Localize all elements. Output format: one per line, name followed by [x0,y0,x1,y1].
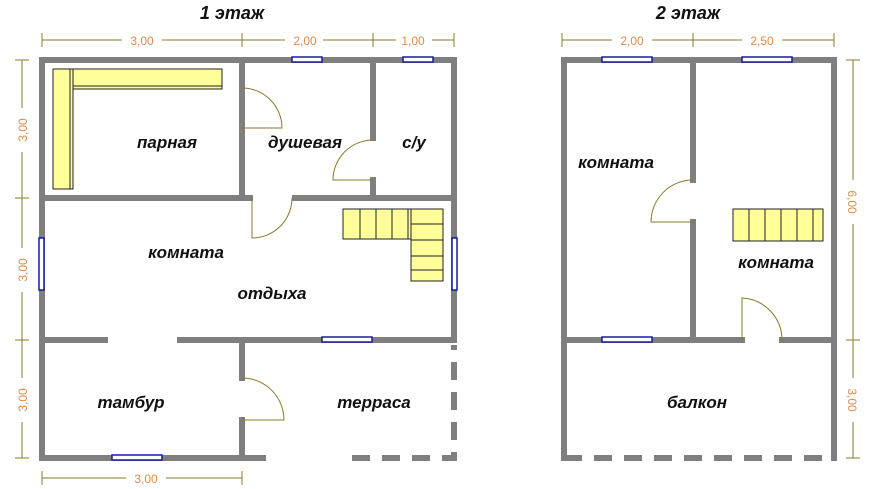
dim-top-2: 2,00 [293,34,317,48]
dim-left-1: 3,00 [16,118,30,142]
dim-left-2: 3,00 [16,258,30,282]
dim-left-3: 3,00 [16,388,30,412]
floor2-doors [650,179,783,341]
room-label-vestibule: тамбур [97,393,164,412]
floor2-title: 2 этаж [655,3,722,23]
floor1-doors [241,87,374,421]
room-label-steam: парная [137,133,197,152]
room-label-shower: душевая [268,133,342,152]
floor1-dimensions: 3,00 2,00 1,00 3,00 3,00 3,00 3,00 [14,32,455,486]
room-label-wc: с/у [402,133,427,152]
floor1-windows [38,56,458,461]
f2-dim-right-1: 6,00 [845,190,859,214]
floor1-title: 1 этаж [200,3,266,23]
room-label-balcony: балкон [667,393,727,412]
floor2-stairs [732,208,824,242]
steam-room-benches [52,68,223,190]
room-label-f2-left: комната [578,153,654,172]
room-label-lounge-1: комната [148,243,224,262]
f2-dim-top-2: 2,50 [750,34,774,48]
dim-top-1: 3,00 [130,34,154,48]
floor2-walls [561,57,837,461]
floor2-dimensions: 2,00 2,50 6,00 3,00 [561,32,861,459]
f2-dim-right-2: 3,00 [845,388,859,412]
floor1-stairs [342,208,444,282]
floor2-windows [601,56,793,343]
room-label-lounge-2: отдыха [238,284,307,303]
dim-top-3: 1,00 [401,34,425,48]
room-label-terrace: терраса [337,393,410,412]
dim-bottom: 3,00 [134,472,158,486]
room-label-f2-right: комната [738,253,814,272]
f2-dim-top-1: 2,00 [620,34,644,48]
